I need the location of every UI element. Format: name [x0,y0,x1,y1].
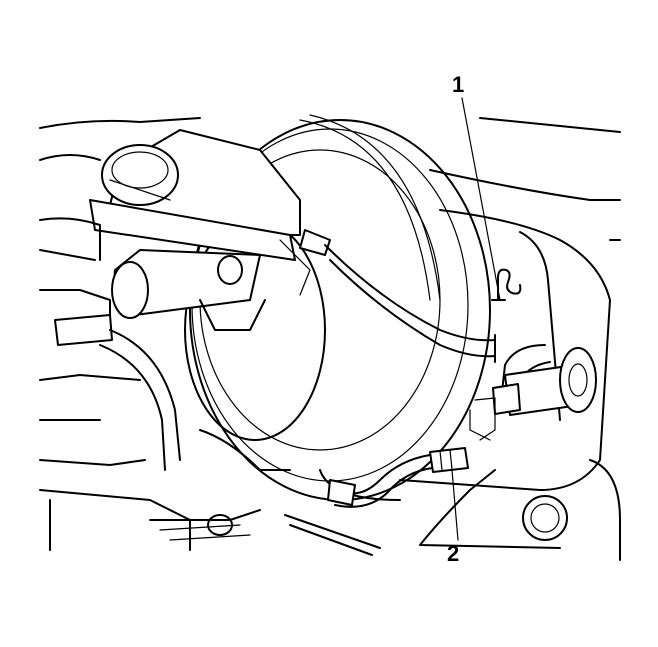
vacuum-hose [324,244,551,411]
retaining-clip [491,268,522,301]
firewall-outline [39,117,621,561]
callout-label-1: 1 [452,72,465,97]
vacuum-check-valve [469,347,597,441]
master-cylinder-reservoir [89,129,331,331]
leader-line-2 [451,469,459,541]
leader-lines [451,97,501,541]
engine-components-left [39,217,291,551]
vacuum-sensor-hose [327,447,469,508]
leader-line-1 [461,97,501,301]
callout-label-2: 2 [447,541,460,566]
